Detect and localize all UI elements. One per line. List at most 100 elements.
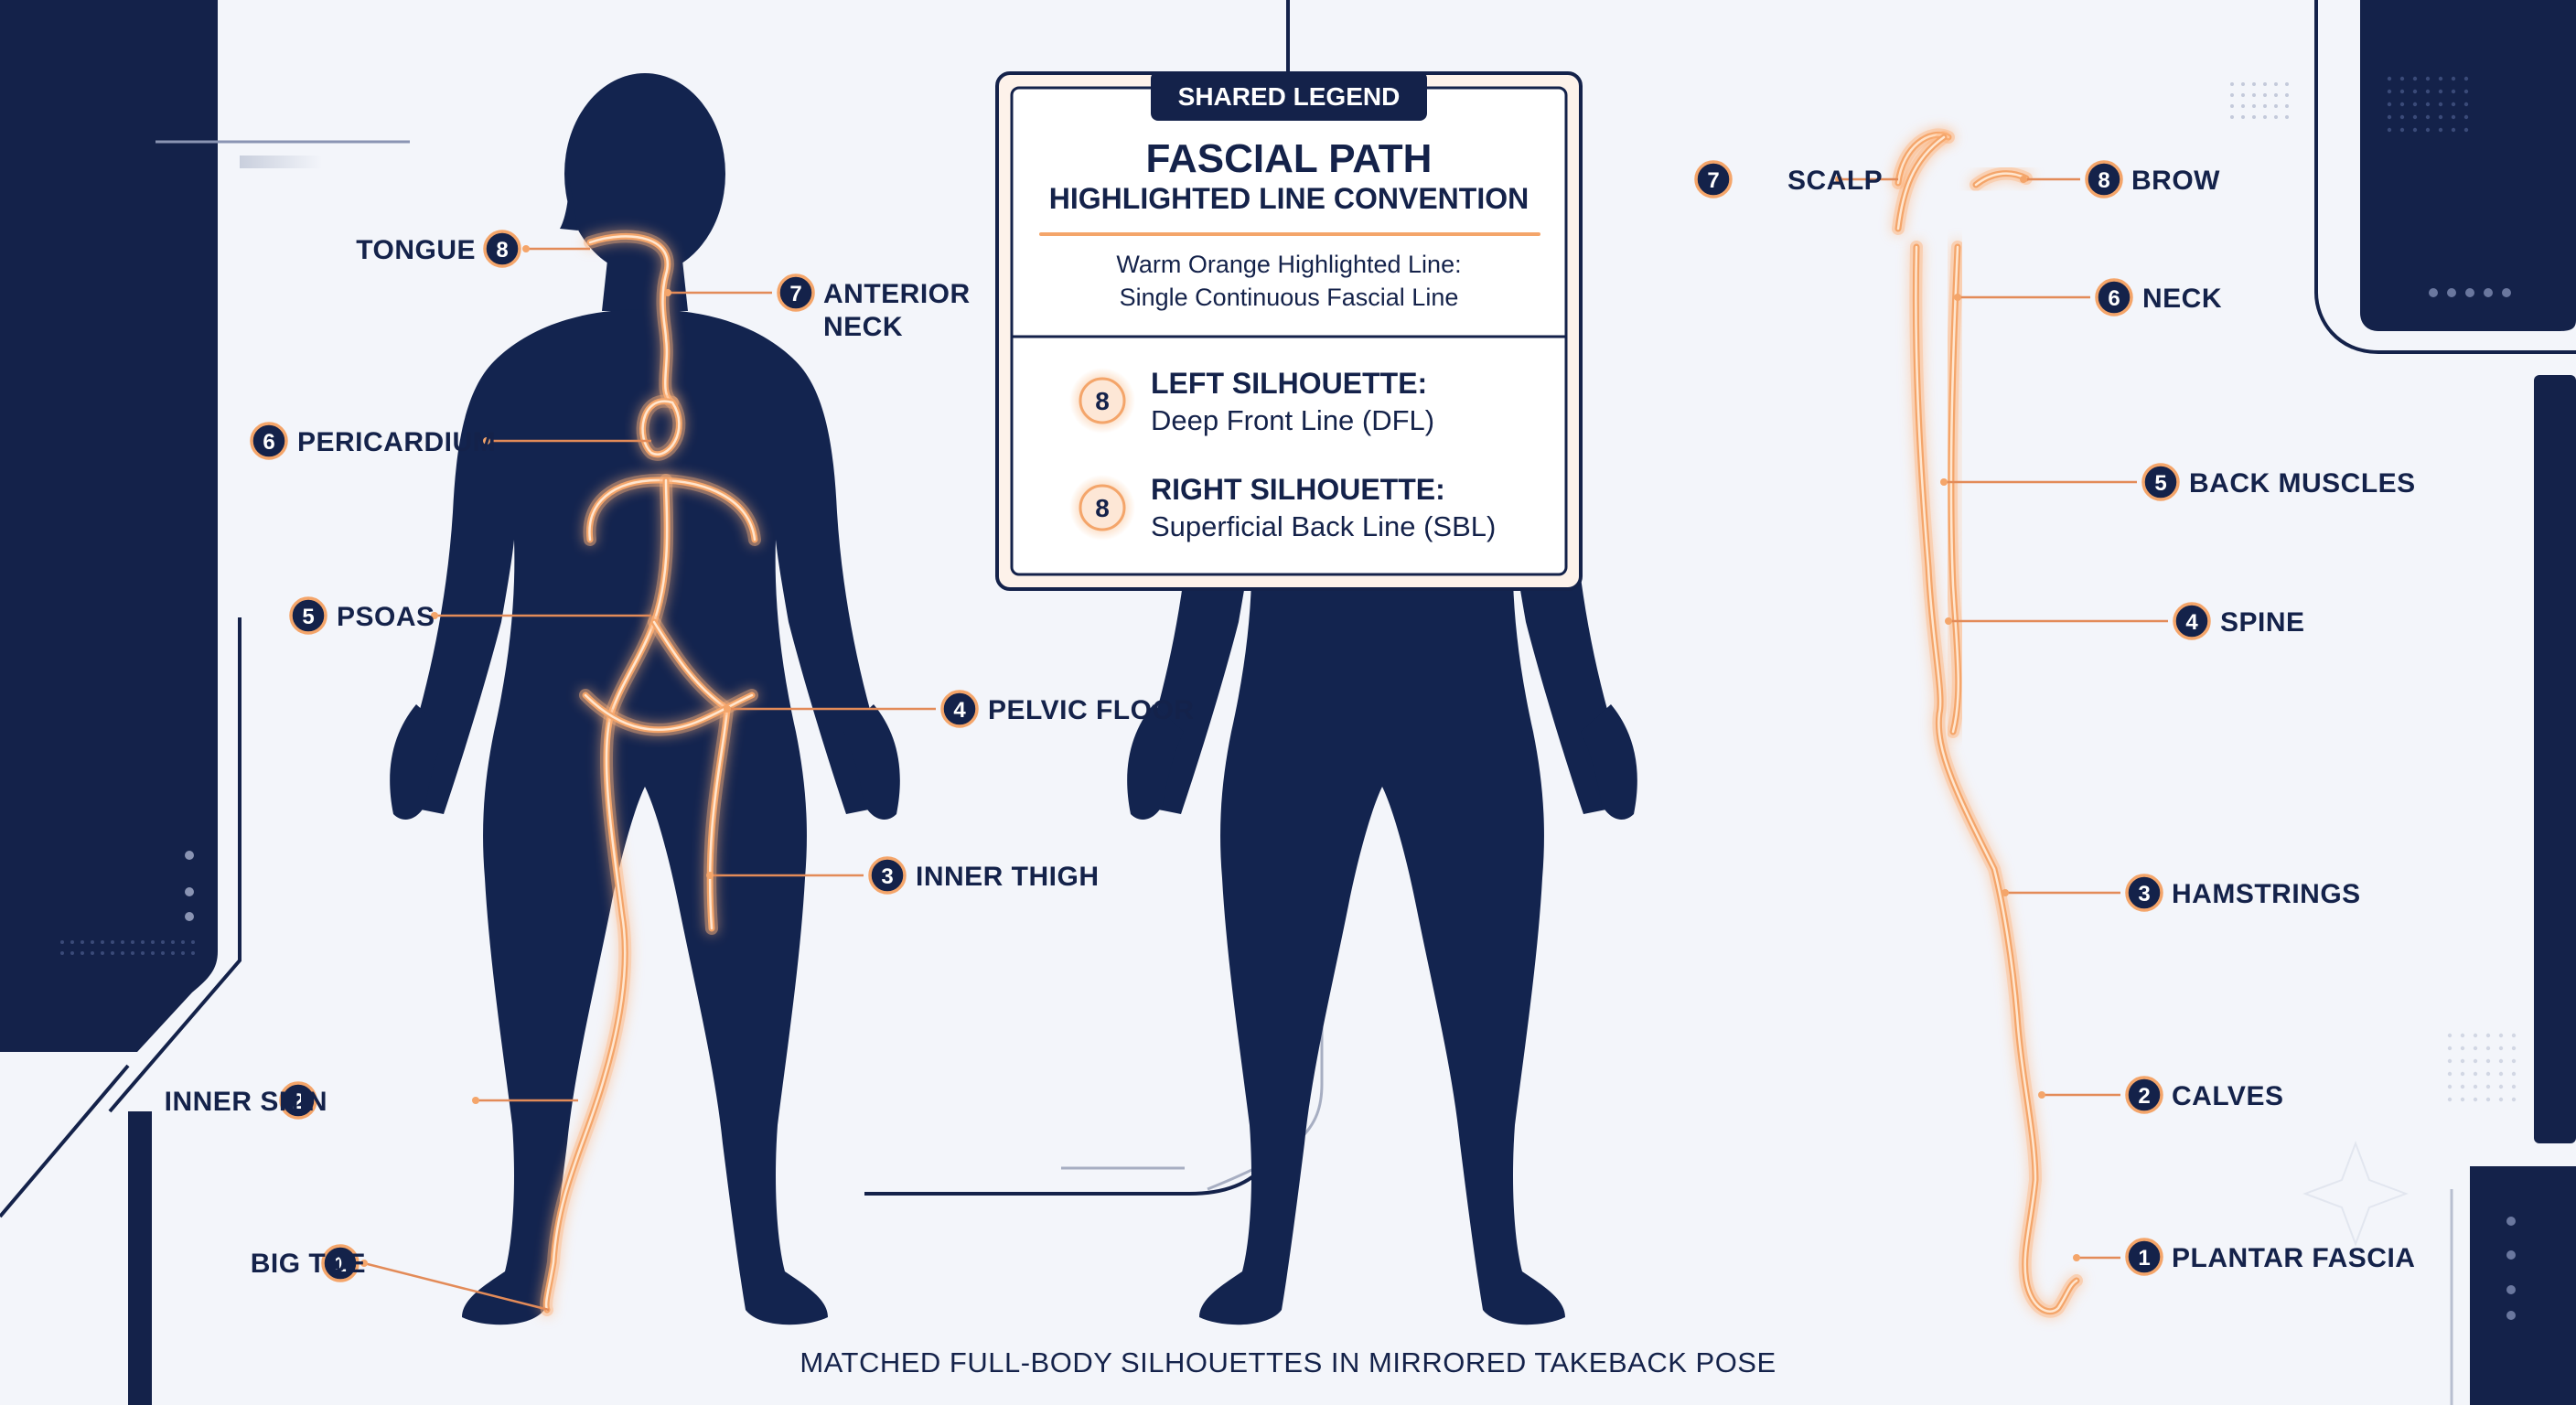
landmark-label-line2: NECK bbox=[823, 312, 903, 342]
leader-anchor-dot bbox=[483, 437, 490, 445]
decor-dot-grid bbox=[2387, 127, 2392, 133]
decor-dot bbox=[2429, 288, 2438, 297]
decor-dot-grid bbox=[2412, 76, 2418, 81]
decor-dot-grid bbox=[2498, 1097, 2504, 1102]
right-top-rail bbox=[2314, 0, 2576, 354]
legend-badge-right bbox=[1079, 484, 1126, 531]
right-fascial-line-sbl bbox=[1892, 128, 2083, 1318]
decor-dot-grid bbox=[111, 951, 114, 955]
decor-dot-grid bbox=[2498, 1046, 2504, 1051]
landmark-badge-number: 8 bbox=[496, 238, 508, 263]
decor-dot-grid bbox=[2473, 1058, 2478, 1064]
sparkle-icon bbox=[2302, 1141, 2409, 1247]
decor-dot-grid bbox=[60, 951, 64, 955]
legend-badge-left bbox=[1079, 377, 1126, 424]
landmark-badge bbox=[940, 690, 979, 728]
landmark-label: TONGUE bbox=[356, 235, 476, 265]
figure-caption: MATCHED FULL-BODY SILHOUETTES IN MIRRORE… bbox=[800, 1346, 1776, 1378]
landmark-badge-number: 8 bbox=[2098, 168, 2109, 193]
leader-anchor-dot bbox=[724, 705, 731, 713]
left-landmark-4: 4 PELVIC FLOOR bbox=[724, 690, 1194, 728]
decor-dot bbox=[2465, 288, 2474, 297]
legend-tab-label: SHARED LEGEND bbox=[1178, 82, 1401, 111]
decor-dot-grid bbox=[2473, 1097, 2478, 1102]
decor-dot-grid bbox=[70, 940, 74, 944]
landmark-label: PERICARDIUM bbox=[297, 427, 496, 457]
decor-dot-grid bbox=[60, 940, 64, 944]
landmark-label: CALVES bbox=[2172, 1081, 2283, 1111]
decor-dot-grid bbox=[191, 940, 195, 944]
decor-dot-grid bbox=[2451, 76, 2456, 81]
landmark-badge-number: 7 bbox=[1707, 168, 1719, 193]
decor-dot-grid bbox=[2473, 1084, 2478, 1089]
landmark-badge-number: 5 bbox=[2154, 471, 2166, 496]
decor-dot-grid bbox=[2274, 104, 2278, 108]
landmark-badge-number: 7 bbox=[789, 282, 801, 306]
decor-dot-grid bbox=[2285, 115, 2289, 119]
decor-dot-grid bbox=[2399, 102, 2405, 107]
decor-dot-grid bbox=[2511, 1058, 2517, 1064]
decor-dot-grid bbox=[2263, 104, 2267, 108]
decor-dot-grid bbox=[2412, 114, 2418, 120]
decor-dot-grid bbox=[80, 951, 84, 955]
decor-dot-grid bbox=[121, 940, 124, 944]
decor-dot-grid bbox=[2451, 114, 2456, 120]
left-accent-rail bbox=[108, 617, 242, 1113]
decor-dot bbox=[2502, 288, 2511, 297]
decor-dot-grid bbox=[2463, 76, 2469, 81]
decor-dot-grid bbox=[2285, 82, 2289, 86]
decor-dot bbox=[2506, 1311, 2516, 1320]
landmark-badge bbox=[777, 273, 815, 312]
decor-dot bbox=[2506, 1250, 2516, 1260]
decor-dot-grid bbox=[171, 940, 175, 944]
decor-dot-grid bbox=[91, 951, 94, 955]
legend-badge-left-number: 8 bbox=[1095, 387, 1110, 415]
decor-dot-grid bbox=[2399, 76, 2405, 81]
decor-dot-grid bbox=[2274, 93, 2278, 97]
leader-anchor-dot bbox=[522, 245, 530, 252]
decor-dot-grid bbox=[2460, 1071, 2465, 1077]
decor-dot-grid bbox=[2387, 102, 2392, 107]
decor-dot-grid bbox=[2241, 82, 2245, 86]
leader-anchor-dot bbox=[360, 1260, 368, 1267]
landmark-label: PLANTAR FASCIA bbox=[2172, 1243, 2415, 1273]
decor-dot-grid bbox=[2447, 1071, 2453, 1077]
decor-dot-grid bbox=[2447, 1046, 2453, 1051]
legend-title: FASCIAL PATH bbox=[1146, 136, 1433, 181]
left-panel-rail bbox=[0, 1064, 130, 1218]
decor-dot-grid bbox=[2498, 1033, 2504, 1038]
landmark-label: NECK bbox=[2142, 284, 2222, 314]
decor-dot-grid bbox=[2230, 93, 2234, 97]
landmark-label: BIG TOE bbox=[251, 1249, 366, 1279]
decor-dot-grid bbox=[2451, 102, 2456, 107]
decor-dot-grid bbox=[2399, 127, 2405, 133]
landmark-badge-number: 6 bbox=[263, 430, 274, 455]
landmark-label: BACK MUSCLES bbox=[2189, 468, 2416, 499]
decor-dot-grid bbox=[2230, 82, 2234, 86]
decor-dot-grid bbox=[141, 940, 145, 944]
landmark-label: PELVIC FLOOR bbox=[988, 695, 1194, 725]
legend-subtitle: HIGHLIGHTED LINE CONVENTION bbox=[1049, 182, 1529, 215]
decor-dot-grid bbox=[2241, 104, 2245, 108]
decor-dot-grid bbox=[2263, 93, 2267, 97]
decor-dot-grid bbox=[2447, 1033, 2453, 1038]
leader-anchor-dot bbox=[1945, 617, 1952, 625]
legend-entry-left-heading: LEFT SILHOUETTE: bbox=[1151, 367, 1427, 400]
decor-dot-grid bbox=[151, 951, 155, 955]
leader-anchor-dot bbox=[706, 872, 714, 879]
legend-badge-right-number: 8 bbox=[1095, 494, 1110, 522]
legend-entry-left-detail: Deep Front Line (DFL) bbox=[1151, 404, 1434, 436]
decor-dot-grid bbox=[2399, 114, 2405, 120]
left-silhouette bbox=[390, 73, 900, 1325]
center-accent-rail bbox=[1207, 725, 1401, 1191]
landmark-badge-number: 4 bbox=[2185, 610, 2198, 635]
decor-dot-grid bbox=[2485, 1071, 2491, 1077]
decor-dot-grid bbox=[2252, 115, 2256, 119]
decor-dot-grid bbox=[141, 951, 145, 955]
landmark-badge-number: 4 bbox=[953, 698, 966, 723]
